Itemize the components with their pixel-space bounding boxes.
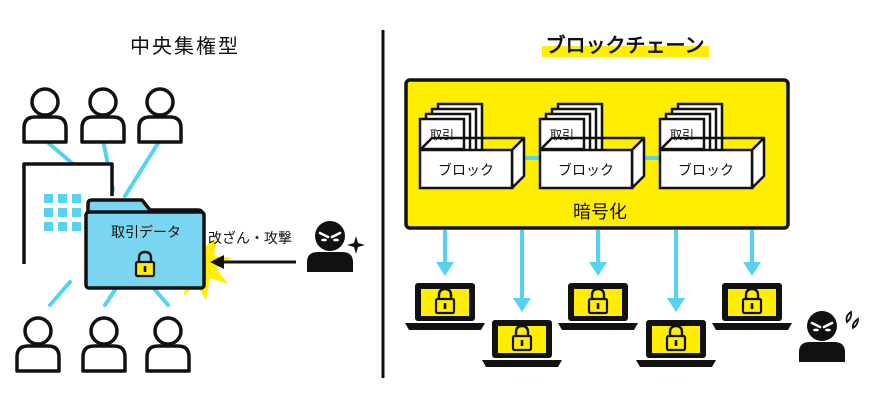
block-label: ブロック (438, 163, 494, 179)
hacker-icon (797, 309, 847, 364)
block-label: ブロック (678, 163, 734, 179)
person-icon (15, 316, 61, 373)
hacker-icon (305, 219, 355, 274)
block-label: ブロック (558, 163, 614, 179)
person-icon (22, 87, 68, 144)
attack-arrow (210, 255, 296, 269)
folder-icon (84, 198, 206, 290)
transaction-label: 取引 (669, 128, 694, 142)
sweat-drop-icon (845, 310, 859, 330)
attack-label: 改ざん・攻撃 (208, 231, 292, 247)
blockchain-title: ブロックチェーン (535, 29, 715, 58)
transaction-label: 取引 (429, 128, 454, 142)
distribution-arrows (436, 230, 761, 312)
person-icon (80, 87, 126, 144)
blockchain-title-text: ブロックチェーン (541, 33, 709, 57)
person-icon (145, 316, 191, 373)
encryption-label: 暗号化 (573, 202, 627, 223)
transaction-data-label: 取引データ (111, 225, 181, 241)
building-icon (22, 162, 114, 264)
person-icon (81, 316, 127, 373)
sparkle-icon (347, 236, 365, 254)
person-icon (137, 87, 183, 144)
centralized-title: 中央集権型 (130, 34, 240, 58)
transaction-label: 取引 (549, 128, 574, 142)
